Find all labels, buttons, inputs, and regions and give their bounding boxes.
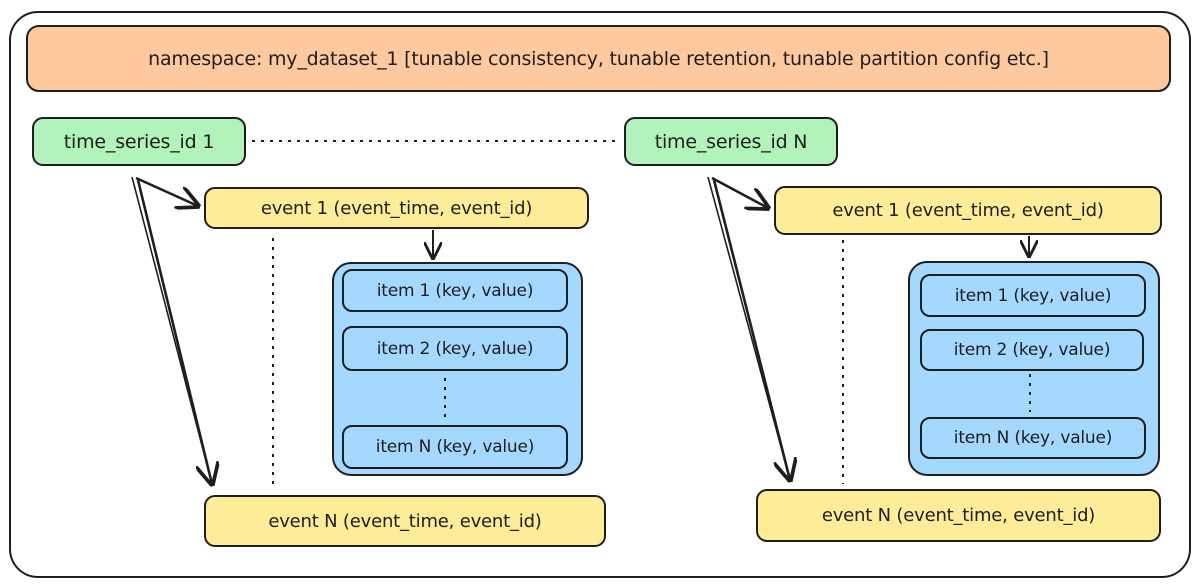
item-label-n-series-n: item N (key, value) [953,428,1113,448]
outer-frame [9,11,1191,578]
namespace-label: namespace: my_dataset_1 [tunable consist… [148,47,1049,70]
time-series-label-1: time_series_id 1 [63,130,215,153]
item-box-n-series-1 [342,425,568,469]
event-first-box-series-1 [204,187,589,229]
item-box-n-series-n [920,417,1146,459]
arrow-ts-to-event-last-series-n [712,179,790,480]
event-last-label-series-n: event N (event_time, event_id) [821,505,1096,526]
item-box-1-series-1 [342,269,568,312]
time-series-box-n [624,117,838,166]
time-series-label-n: time_series_id N [654,130,808,153]
event-first-box-series-n [774,186,1162,235]
item-box-2-series-n [920,329,1144,371]
item-label-2-series-n: item 2 (key, value) [953,340,1111,360]
time-series-box-1 [32,117,246,166]
arrow-ts-to-event-first-series-n [711,176,768,208]
item-label-2-series-1: item 2 (key, value) [376,338,534,359]
arrow-ts-to-event-first-series-1 [135,176,198,206]
item-box-2-series-1 [342,326,568,371]
item-label-1-series-1: item 1 (key, value) [376,280,534,301]
event-first-label-series-1: event 1 (event_time, event_id) [260,197,533,219]
arrow-ts-to-event-last-series-1 [136,179,212,484]
arrow-ts-stroke-series-n [707,176,791,481]
namespace-box [26,25,1171,92]
event-last-box-series-n [756,489,1161,542]
arrow-ts-stroke-series-1 [131,176,213,485]
event-first-label-series-n: event 1 (event_time, event_id) [832,200,1104,221]
event-last-box-series-1 [204,495,606,547]
event-last-label-series-1: event N (event_time, event_id) [268,510,542,532]
item-label-1-series-n: item 1 (key, value) [954,285,1112,306]
item-label-n-series-1: item N (key, value) [375,437,535,457]
item-box-1-series-n [920,274,1146,317]
